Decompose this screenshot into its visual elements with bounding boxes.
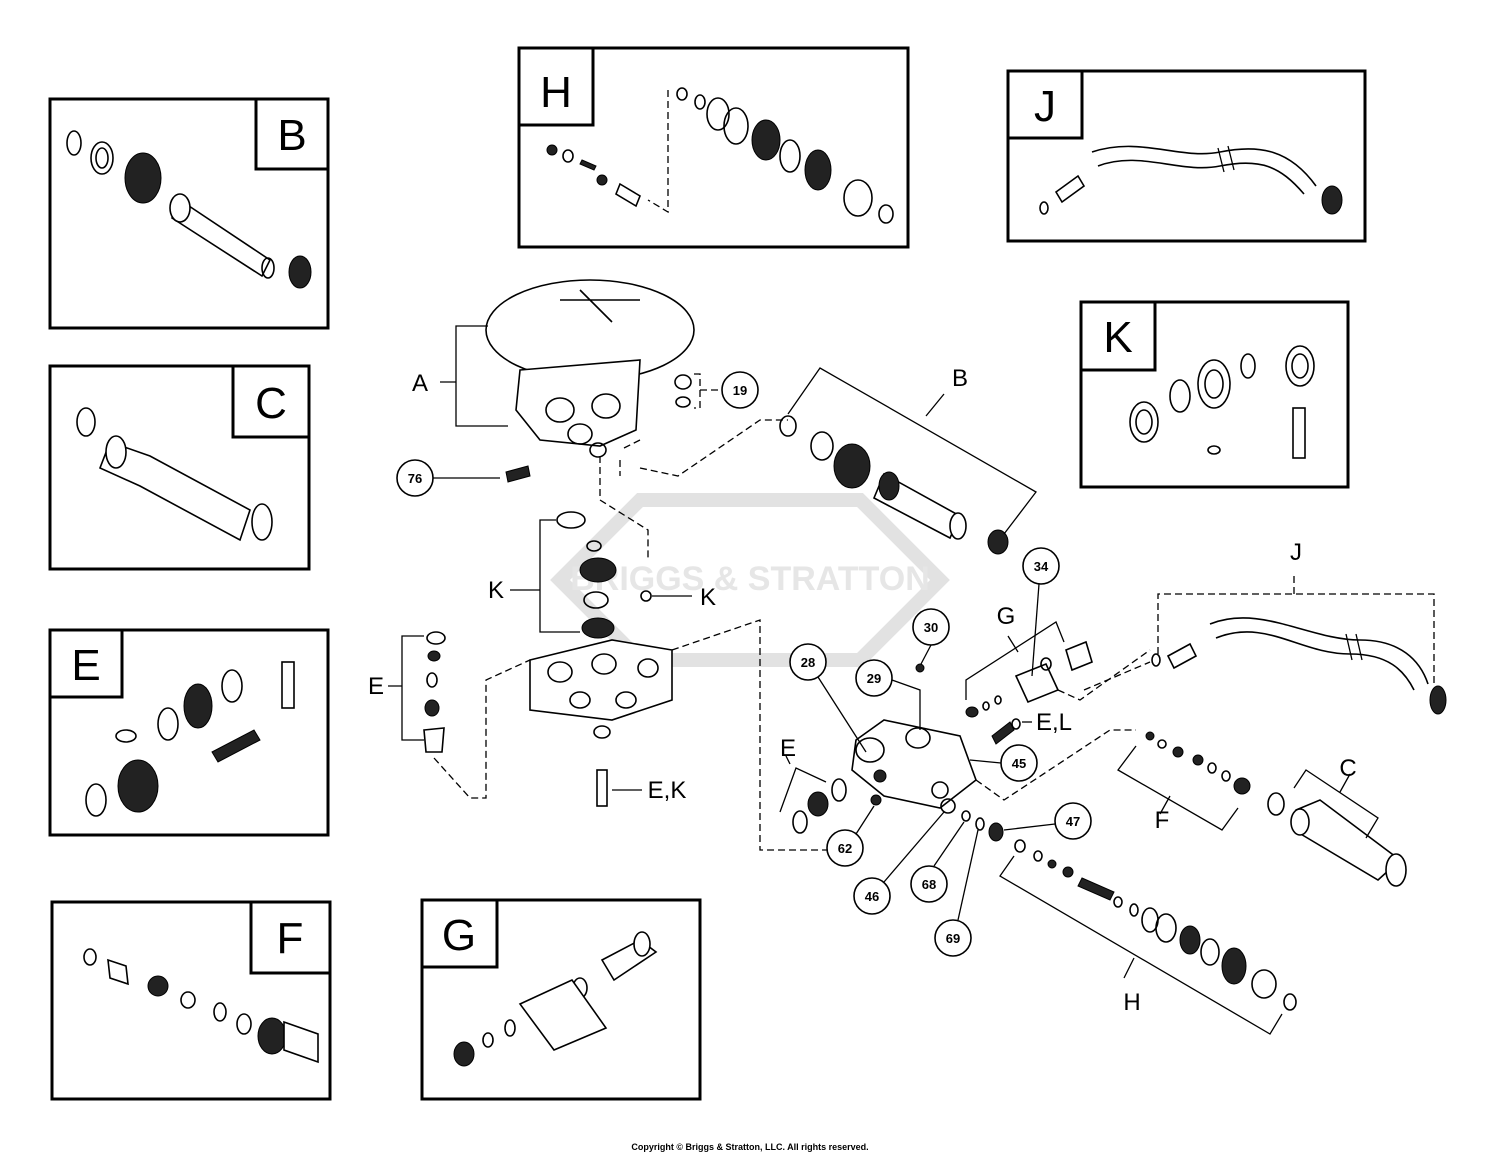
inset-e-parts xyxy=(85,661,295,817)
inset-j[interactable]: J xyxy=(1006,69,1367,243)
inset-k-parts xyxy=(1129,345,1315,459)
b-stack: B xyxy=(779,365,1037,555)
ref-30: 30 xyxy=(924,620,938,635)
label-e-mid: E xyxy=(780,735,796,762)
label-el: E,L xyxy=(1036,709,1072,736)
label-k-small: K xyxy=(700,584,716,611)
j-stack: J xyxy=(1083,539,1447,715)
watermark-text: BRIGGS & STRATTON xyxy=(570,560,930,598)
ref-68: 68 xyxy=(922,877,936,892)
inset-k[interactable]: K xyxy=(1079,300,1350,489)
inset-f[interactable]: F xyxy=(50,900,332,1101)
ref-34: 34 xyxy=(1034,559,1049,574)
pump-head xyxy=(485,279,695,458)
ref-76: 76 xyxy=(408,471,422,486)
inset-k-label: K xyxy=(1103,313,1132,362)
label-c: C xyxy=(1339,755,1356,782)
inset-h-parts xyxy=(546,87,894,224)
ref-28: 28 xyxy=(801,655,815,670)
inset-b-parts xyxy=(66,130,312,289)
part-ek: E,K xyxy=(596,769,687,807)
inset-c[interactable]: C xyxy=(48,364,311,571)
inset-j-parts xyxy=(1039,145,1343,215)
part-19: 19 xyxy=(674,371,759,409)
ref-19: 19 xyxy=(733,383,747,398)
label-f: F xyxy=(1155,807,1170,834)
inset-h[interactable]: H xyxy=(517,46,910,249)
inset-g[interactable]: G xyxy=(420,898,702,1101)
e-mid-stack: E xyxy=(779,735,847,834)
inset-b[interactable]: B xyxy=(48,97,330,330)
part-30-29: 30 29 xyxy=(855,608,950,730)
copyright-notice: Copyright © Briggs & Stratton, LLC. All … xyxy=(631,1142,869,1152)
inset-c-parts xyxy=(76,407,273,542)
manifold xyxy=(851,719,1136,809)
label-g: G xyxy=(997,603,1016,630)
inset-g-parts xyxy=(453,931,658,1067)
inset-c-label: C xyxy=(255,379,287,428)
ref-47: 47 xyxy=(1066,814,1080,829)
watermark: BRIGGS & STRATTON xyxy=(550,493,950,667)
inset-f-parts xyxy=(83,948,319,1064)
ref-69: 69 xyxy=(946,931,960,946)
inset-e-label: E xyxy=(71,641,100,690)
label-k-left: K xyxy=(488,577,504,604)
f-stack: F xyxy=(1117,731,1251,834)
inset-g-label: G xyxy=(442,911,476,960)
label-b: B xyxy=(952,365,968,392)
lower-refs: 62 46 68 69 47 xyxy=(826,794,1092,957)
inset-b-label: B xyxy=(277,111,306,160)
label-h: H xyxy=(1123,989,1140,1016)
e-left-stack: E xyxy=(368,631,531,799)
h-stack: H xyxy=(999,839,1297,1035)
ref-62: 62 xyxy=(838,841,852,856)
inset-f-label: F xyxy=(277,914,304,963)
ref-45: 45 xyxy=(1012,756,1026,771)
g-stack: G 34 xyxy=(965,547,1151,718)
ref-29: 29 xyxy=(867,671,881,686)
k-stack: K K xyxy=(488,511,716,639)
inset-j-label: J xyxy=(1034,82,1056,131)
part-76: 76 xyxy=(396,459,531,497)
label-a: A xyxy=(412,370,428,397)
inset-e[interactable]: E xyxy=(48,628,330,837)
label-ek: E,K xyxy=(648,777,687,804)
inset-h-label: H xyxy=(540,68,572,117)
ref-46: 46 xyxy=(865,889,879,904)
c-stack: C xyxy=(1267,755,1407,887)
label-e-left: E xyxy=(368,673,384,700)
crankcase-block xyxy=(529,639,673,739)
label-j: J xyxy=(1290,539,1302,566)
main-assembly: A 19 76 K xyxy=(368,279,1447,1035)
